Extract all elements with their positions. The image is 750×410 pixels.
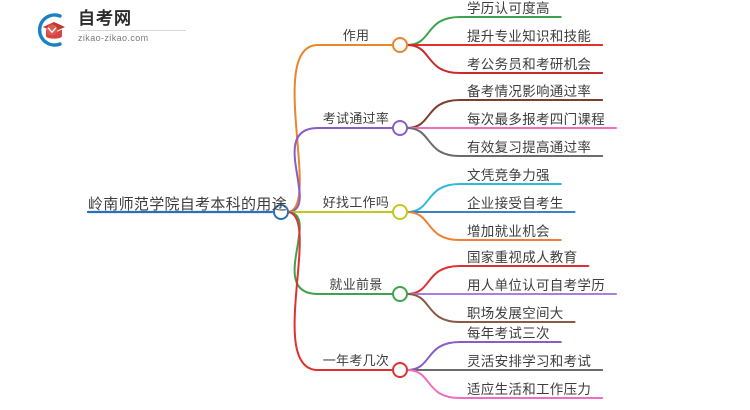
branch-node-label-4[interactable]: 就业前景	[329, 277, 383, 292]
branch-node-label-2[interactable]: 考试通过率	[322, 111, 390, 126]
leaf-node-label-2-2[interactable]: 每次最多报考四门课程	[467, 112, 605, 127]
leaf-node-label-5-1[interactable]: 每年考试三次	[467, 326, 550, 341]
root-node-label: 岭南师范学院自考本科的用途	[88, 196, 287, 213]
leaf-node-label-4-2[interactable]: 用人单位认可自考学历	[467, 278, 605, 293]
leaf-node-label-3-2[interactable]: 企业接受自考生	[467, 196, 564, 211]
leaf-node-label-1-1[interactable]: 学历认可度高	[467, 1, 550, 16]
leaf-node-label-4-1[interactable]: 国家重视成人教育	[467, 250, 578, 265]
leaf-node-label-5-3[interactable]: 适应生活和工作压力	[467, 382, 592, 397]
leaf-node-label-3-3[interactable]: 增加就业机会	[467, 224, 550, 239]
logo-divider	[78, 30, 186, 31]
site-logo: 自考网 zikao-zikao.com	[30, 8, 190, 52]
leaf-node-label-2-3[interactable]: 有效复习提高通过率	[467, 140, 592, 155]
leaf-node-label-4-3[interactable]: 职场发展空间大	[467, 306, 564, 321]
leaf-node-label-5-2[interactable]: 灵活安排学习和考试	[467, 354, 592, 369]
graduation-cap-icon	[37, 13, 65, 47]
logo-text: 自考网 zikao-zikao.com	[78, 9, 190, 44]
branch-node-label-3[interactable]: 好找工作吗	[322, 195, 390, 210]
branch-node-label-1[interactable]: 作用	[342, 28, 370, 43]
leaf-node-label-2-1[interactable]: 备考情况影响通过率	[467, 84, 592, 99]
leaf-node-label-1-2[interactable]: 提升专业知识和技能	[467, 29, 592, 44]
branch-node-label-5[interactable]: 一年考几次	[322, 353, 390, 368]
logo-subtitle: zikao-zikao.com	[78, 33, 149, 43]
logo-title: 自考网	[78, 9, 132, 28]
leaf-node-label-3-1[interactable]: 文凭竞争力强	[467, 168, 550, 183]
leaf-node-label-1-3[interactable]: 考公务员和考研机会	[467, 57, 592, 72]
